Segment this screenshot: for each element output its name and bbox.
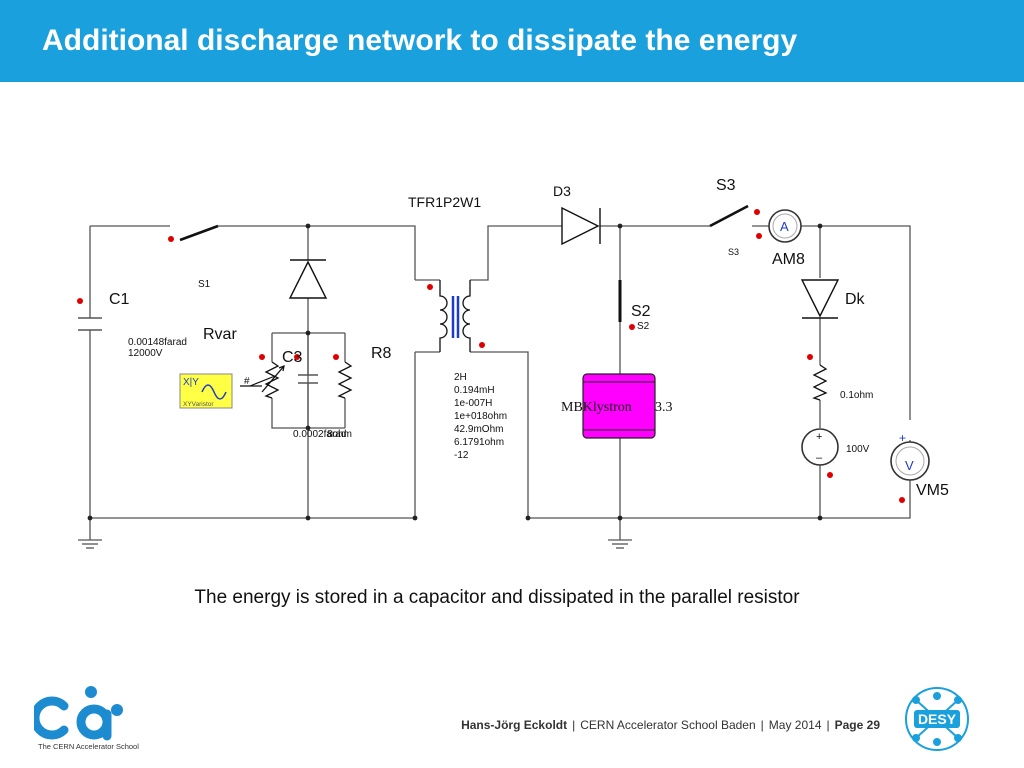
label-am8: AM8 — [772, 251, 805, 268]
footer: Hans-Jörg Eckoldt|CERN Accelerator Schoo… — [461, 718, 880, 732]
label-voltmeter-plus: + — [899, 431, 906, 445]
label-c1-voltage: 12000V — [128, 348, 163, 359]
switch-s3-icon — [709, 204, 749, 228]
slide-title: Additional discharge network to dissipat… — [42, 24, 798, 57]
klystron-icon — [582, 373, 656, 439]
label-varistor: XYVaristor — [183, 401, 214, 408]
voltmeter-icon — [890, 441, 930, 481]
label-voltmeter-symbol: V — [905, 458, 914, 473]
xy-varistor-icon — [179, 373, 233, 409]
label-s1: S1 — [198, 279, 211, 290]
label-d3: D3 — [553, 183, 571, 199]
label-r8: R8 — [371, 345, 392, 362]
tfr-param-0: 2H — [454, 372, 467, 383]
capacitor-c3-icon — [298, 374, 318, 384]
label-ammeter-symbol: A — [780, 219, 789, 234]
label-vm5: VM5 — [916, 482, 949, 499]
label-s2: S2 — [631, 303, 651, 320]
voltage-source-icon — [801, 428, 839, 466]
label-r-dk-value: 0.1ohm — [840, 390, 873, 401]
header-bar: Additional discharge network to dissipat… — [0, 0, 1024, 82]
label-s3-small: S3 — [728, 247, 739, 257]
label-klystron: MBKlystron — [561, 400, 632, 415]
cas-logo-text: The CERN Accelerator School — [38, 742, 139, 751]
label-source-plus: + — [816, 431, 822, 443]
tfr-param-3: 1e+018ohm — [454, 411, 507, 422]
desy-logo-icon: DESY — [905, 687, 969, 751]
label-c3: C3 — [282, 349, 303, 366]
caption-text: The energy is stored in a capacitor and … — [194, 587, 800, 608]
label-tfr: TFR1P2W1 — [408, 194, 481, 210]
switch-s1-icon — [179, 224, 219, 242]
label-dk: Dk — [845, 291, 866, 308]
transformer-icon — [439, 280, 471, 352]
label-c1: C1 — [109, 291, 130, 308]
ammeter-icon — [768, 209, 802, 243]
ground-left-icon — [78, 539, 102, 549]
resistor-r8-icon — [337, 361, 353, 399]
probe-dots — [77, 209, 905, 503]
variable-resistor-icon — [261, 361, 285, 399]
footer-page: Page 29 — [834, 718, 880, 732]
label-c3-value: 0.0002farad — [293, 429, 346, 440]
capacitor-c1-icon — [78, 317, 102, 331]
desy-logo-text: DESY — [918, 711, 957, 727]
tfr-param-1: 0.194mH — [454, 385, 495, 396]
cas-logo-icon — [34, 686, 123, 741]
label-source-minus: – — [816, 452, 823, 464]
footer-date: May 2014 — [768, 718, 822, 732]
label-rvar: Rvar — [203, 326, 237, 343]
tfr-param-4: 42.9mOhm — [454, 424, 503, 435]
label-s3: S3 — [716, 177, 736, 194]
label-r8-value: 8ohm — [327, 429, 352, 440]
diode-dk-icon — [800, 279, 840, 319]
label-klystron-suffix: 3.3 — [655, 400, 673, 415]
wire-bottom-left — [90, 352, 416, 519]
label-c1-value: 0.00148farad — [128, 337, 187, 348]
resistor-dk-icon — [812, 364, 828, 401]
tfr-param-6: -12 — [454, 450, 469, 461]
ground-right-icon — [608, 539, 632, 549]
diode-left-icon — [288, 259, 328, 299]
wire-top-mid — [218, 225, 416, 280]
label-s2-small: S2 — [637, 321, 650, 332]
tfr-param-5: 6.1791ohm — [454, 437, 504, 448]
label-source-value: 100V — [846, 444, 870, 455]
label-varistor-xy: X|Y — [183, 377, 199, 388]
footer-author: Hans-Jörg Eckoldt — [461, 718, 568, 732]
tfr-param-2: 1e-007H — [454, 398, 492, 409]
diode-d3-icon — [561, 206, 601, 246]
label-varistor-hash: # — [244, 376, 250, 387]
varistor-control-line — [240, 375, 276, 387]
footer-event: CERN Accelerator School Baden — [580, 718, 756, 732]
